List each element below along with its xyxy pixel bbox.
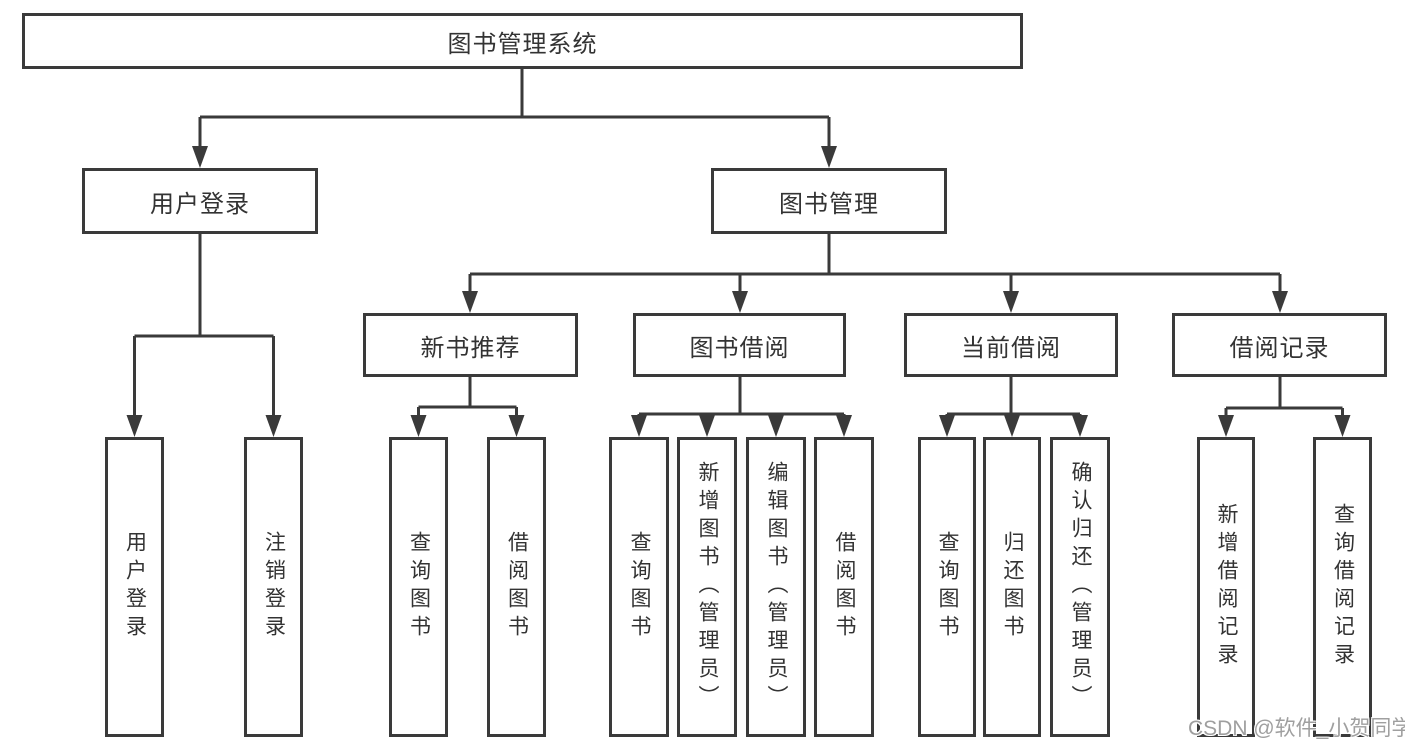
node-add-borrow-record: 新增借阅记录	[1197, 437, 1255, 737]
node-book-borrowing: 图书借阅	[633, 313, 846, 377]
node-logout-leaf: 注销登录	[244, 437, 303, 737]
node-query-books-current: 查询图书	[918, 437, 976, 737]
node-borrow-books-recommend: 借阅图书	[487, 437, 546, 737]
node-query-borrow-record: 查询借阅记录	[1313, 437, 1372, 737]
arrowheads	[126, 146, 1351, 437]
node-query-books-recommend: 查询图书	[389, 437, 448, 737]
node-borrowing-records: 借阅记录	[1172, 313, 1387, 377]
node-library-management-system: 图书管理系统	[22, 13, 1023, 69]
node-current-borrowing: 当前借阅	[904, 313, 1118, 377]
node-return-books: 归还图书	[983, 437, 1041, 737]
node-user-login-leaf: 用户登录	[105, 437, 164, 737]
node-add-books-admin: 新增图书（管理员）	[677, 437, 737, 737]
node-confirm-return-admin: 确认归还（管理员）	[1050, 437, 1110, 737]
node-query-books-borrow: 查询图书	[609, 437, 669, 737]
csdn-watermark: CSDN @软件_小贺同学	[1188, 717, 1405, 740]
node-edit-books-admin: 编辑图书（管理员）	[746, 437, 806, 737]
node-new-book-recommendation: 新书推荐	[363, 313, 578, 377]
node-user-login: 用户登录	[82, 168, 318, 234]
node-book-management: 图书管理	[711, 168, 947, 234]
node-borrow-books-leaf: 借阅图书	[814, 437, 874, 737]
connector-lines	[133, 69, 1344, 424]
